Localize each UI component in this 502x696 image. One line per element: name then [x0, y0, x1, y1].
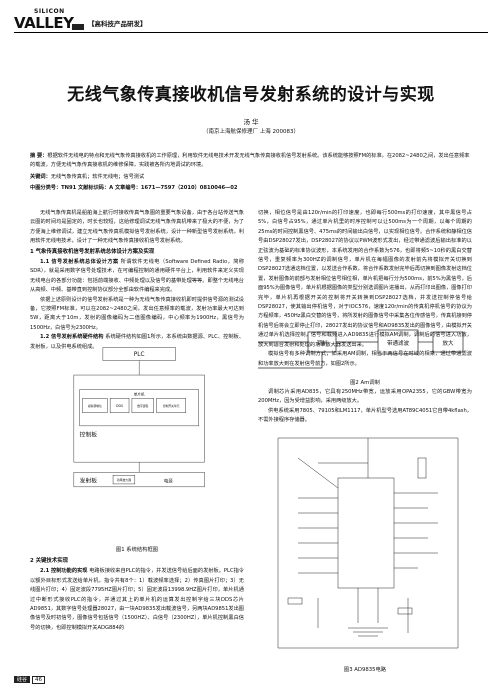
logo-top-text: SILICON — [34, 8, 65, 15]
figure-1-block-diagram: PLC 单片机 模拟调制信 DDS 数字逻辑 控制开关单元 控制板 发射板 功率… — [73, 347, 205, 488]
right-paragraph-3: 调制芯片采用AD835，它具有250MHz带宽，运放采用OPA2355，它的GB… — [258, 389, 472, 405]
classification-text: 中图分类号：TN91 文献标识码：A 文章编号：1671—7597（2010）0… — [30, 185, 238, 191]
fig1-sub-2: DDS — [116, 404, 123, 408]
page-number: 46 — [32, 676, 46, 684]
fig1-sub-4: 控制开关单元 — [163, 404, 180, 408]
figure-3-caption: 图3 AD9835电路 — [343, 667, 387, 673]
section-1-heading: 1 气象传真接收机信号发射系统总体设计方案及实现 — [30, 248, 155, 255]
section-1-1-text-2: 依据上述原则设计的信号发射系统是一种为无线气象传真接收机即时提供信号源的测试设备… — [30, 296, 244, 331]
section-2-heading: 2 关键技术实现 — [30, 558, 68, 564]
keywords-label: 关键词： — [30, 174, 51, 180]
section-1-2-text: 1.2 信号发射系统硬件结构 系统硬件结构如图1所示，本系统由数据源、PLC、控… — [30, 334, 245, 350]
figure-1-caption: 图1 系统结构框图 — [115, 547, 159, 553]
fig1-mcu-label: 单片机 — [134, 391, 145, 396]
right-paragraph-4: 供电系统采用7805、79105和LM1117，单片机型号选用AT89C4051… — [258, 407, 472, 424]
fig1-plc-label: PLC — [134, 352, 145, 358]
right-paragraph-1: 切换，相位信号是由120r/min的打印速度，也即每行500ms的打印速度，其中… — [258, 210, 472, 348]
keywords-text: 无线气象传真机；软件无线电；信号测试 — [50, 174, 145, 180]
fig2-mod-label: 调制 — [316, 339, 328, 347]
right-column-bottom: 调制芯片采用AD835，它具有250MHz带宽，运放采用OPA2355，它的GB… — [258, 388, 472, 426]
figure-2-caption: 图2 Am调制 — [350, 380, 380, 386]
abstract-label: 摘 要： — [30, 153, 48, 159]
section-1-1-text: 1.1 信号发射系统总体设计方案 所谓软件无线电（Software Define… — [30, 259, 244, 294]
affiliation: （南京上海航保修理厂 上海 200083） — [203, 129, 299, 135]
classification: 中图分类号：TN91 文献标识码：A 文章编号：1671—7597（2010）0… — [30, 184, 474, 191]
section-2-1-text: 2.1 控制功能的实现 电路板接收来自PLC的指令，并发送信号给后面的发射板。P… — [30, 568, 244, 631]
abstract: 摘 要：根据软件无线电的特点和无线气象传真接收机的工作原理，利用软件无线电技术开… — [30, 152, 474, 170]
journal-logo: SILICON VALLEY — [14, 8, 84, 40]
left-column-top: 无线气象传真机是船舶海上航行时接收传真气象图的重要气象设备，由于各台站传送气象云… — [30, 209, 244, 352]
paper-title: 无线气象传真接收机信号发射系统的设计与实现 — [67, 85, 435, 105]
fig1-sub-3: 数字逻辑 — [137, 404, 148, 408]
fig1-power-label: 电源 — [164, 477, 173, 484]
section-tag: 【高科技产品研发】 — [88, 20, 147, 28]
fig1-tx-label: 发射板 — [80, 476, 98, 484]
fig1-ctrl-label: 控制板 — [80, 431, 98, 439]
figure-2-am-modulation: 调制 带通滤波 放大 — [258, 329, 464, 369]
fig1-pa-label: 功率放大器 — [117, 477, 132, 482]
left-column-bottom: 2 关键技术实现 2.1 控制功能的实现 电路板接收来自PLC的指令，并发送信号… — [30, 556, 244, 633]
fig2-amp-label: 放大 — [442, 339, 454, 347]
fig2-bandpass-label: 带通滤波 — [387, 339, 410, 347]
right-column-top: 切换，相位信号是由120r/min的打印速度，也即每行500ms的打印速度，其中… — [258, 209, 472, 369]
footer-label: 硅谷 — [14, 676, 31, 683]
keywords: 关键词：无线气象传真机；软件无线电；信号测试 — [30, 173, 474, 180]
author: 汤 华 — [243, 118, 259, 126]
logo-decoration — [72, 24, 84, 30]
figure-3-ad9835-circuit — [277, 437, 459, 649]
abstract-text: 根据软件无线电的特点和无线气象传真接收机的工作原理，利用软件无线电技术开发无线气… — [30, 153, 470, 168]
fig1-sub-1: 模拟调制信 — [88, 404, 102, 408]
logo-main-text: VALLEY — [14, 14, 74, 32]
right-paragraph-2: 模拟信号有多种调制方式，如采用AM调制，相当于两信号在时域的相乘，通过带通滤波和… — [258, 351, 472, 367]
intro-paragraph: 无线气象传真机是船舶海上航行时接收传真气象图的重要气象设备，由于各台站传送气象云… — [30, 210, 244, 245]
header-divider — [14, 32, 488, 33]
